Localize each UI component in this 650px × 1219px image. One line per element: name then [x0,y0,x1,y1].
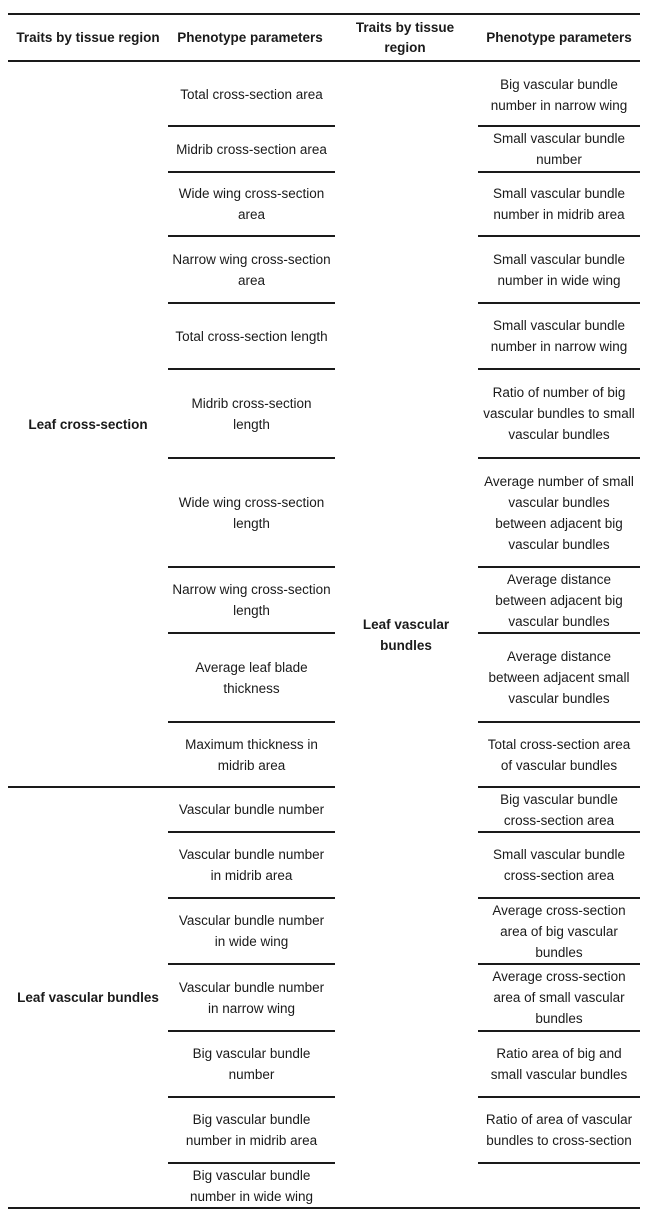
left-parameter-row-rule [168,125,335,127]
column-header-traits-right: Traits by tissue region [355,20,455,55]
left-parameter-row-rule [168,457,335,459]
right-parameter-row-rule [478,721,640,723]
group-label-leaf-vascular-bundles-left: Leaf vascular bundles [17,990,159,1005]
left-parameter-cell: Vascular bundle number [178,802,325,817]
right-parameter-cell: Big vascular bundle number in narrow win… [490,76,628,113]
right-parameter-cell: Ratio of area of vascular bundles to cro… [485,1112,633,1148]
left-parameter-cell: Big vascular bundle number in midrib are… [185,1112,318,1148]
left-parameter-row-rule [168,1096,335,1098]
group-label-leaf-cross-section: Leaf cross-section [28,416,148,432]
right-parameter-cell: Average distance between adjacent big va… [495,571,623,629]
left-parameter-row-rule [168,1162,335,1164]
right-parameter-cell: Average distance between adjacent small … [488,649,630,706]
left-parameter-row-rule [168,831,335,833]
left-parameter-cell: Vascular bundle number in narrow wing [178,979,325,1016]
left-parameter-cell: Midrib cross-section area [176,141,327,157]
left-parameter-cell: Total cross-section length [175,328,328,344]
column-header-parameters-right: Phenotype parameters [486,30,632,45]
right-parameter-cell: Total cross-section area of vascular bun… [487,736,631,773]
column-header-traits-left: Traits by tissue region [16,30,160,45]
left-parameter-cell: Big vascular bundle number in wide wing [189,1167,314,1204]
right-parameter-cell: Average cross-section area of big vascul… [492,902,626,960]
left-parameter-row-rule [168,963,335,965]
right-parameter-cell: Small vascular bundle number in narrow w… [490,318,628,354]
right-parameter-row-rule [478,897,640,899]
left-parameter-cell: Midrib cross-section length [191,395,312,432]
right-parameter-cell: Ratio area of big and small vascular bun… [490,1046,628,1082]
right-parameter-row-rule [478,1162,640,1164]
left-parameter-row-rule [168,235,335,237]
right-parameter-cell: Big vascular bundle cross-section area [500,791,618,828]
right-parameter-cell: Small vascular bundle number in midrib a… [492,186,626,222]
right-parameter-row-rule [478,831,640,833]
left-parameter-row-rule [168,1030,335,1032]
right-parameter-cell: Small vascular bundle number [492,131,626,167]
left-parameter-cell: Vascular bundle number in midrib area [178,847,325,883]
right-parameter-cell: Average cross-section area of small vasc… [492,969,626,1026]
right-parameter-row-rule [478,566,640,568]
left-parameter-cell: Big vascular bundle number [192,1046,311,1082]
right-parameter-row-rule [478,125,640,127]
right-parameter-row-rule [478,302,640,304]
right-parameter-row-rule [478,368,640,370]
left-parameter-cell: Vascular bundle number in wide wing [178,913,325,949]
right-parameter-row-rule [478,1030,640,1032]
left-parameter-row-rule [168,721,335,723]
left-parameter-row-rule [168,171,335,173]
left-parameter-cell: Maximum thickness in midrib area [185,736,318,773]
right-parameter-row-rule [478,632,640,634]
right-parameter-cell: Small vascular bundle number in wide win… [492,251,626,288]
left-parameter-row-rule [168,632,335,634]
left-parameter-cell: Wide wing cross-section area [178,186,325,222]
left-parameter-row-rule [168,302,335,304]
right-parameter-row-rule [478,786,640,788]
left-parameter-cell: Wide wing cross-section length [178,494,325,531]
right-parameter-row-rule [478,963,640,965]
group-divider-rule [8,786,335,788]
left-parameter-cell: Total cross-section area [180,87,323,102]
table-top-rule [8,13,640,15]
left-parameter-row-rule [168,566,335,568]
header-bottom-rule [8,60,640,62]
left-parameter-cell: Average leaf blade thickness [195,659,308,696]
right-parameter-row-rule [478,235,640,237]
right-parameter-cell: Average number of small vascular bundles… [484,473,634,552]
table-bottom-rule [8,1207,640,1209]
right-parameter-row-rule [478,1096,640,1098]
group-label-leaf-vascular-bundles-right: Leaf vascular bundles [362,616,450,653]
column-header-parameters-left: Phenotype parameters [177,30,323,45]
right-parameter-row-rule [478,457,640,459]
right-parameter-cell: Small vascular bundle cross-section area [492,847,626,883]
right-parameter-cell: Ratio of number of big vascular bundles … [483,385,635,442]
left-parameter-cell: Narrow wing cross-section length [172,582,331,618]
right-parameter-row-rule [478,171,640,173]
left-parameter-row-rule [168,897,335,899]
left-parameter-cell: Narrow wing cross-section area [172,251,331,288]
left-parameter-row-rule [168,368,335,370]
